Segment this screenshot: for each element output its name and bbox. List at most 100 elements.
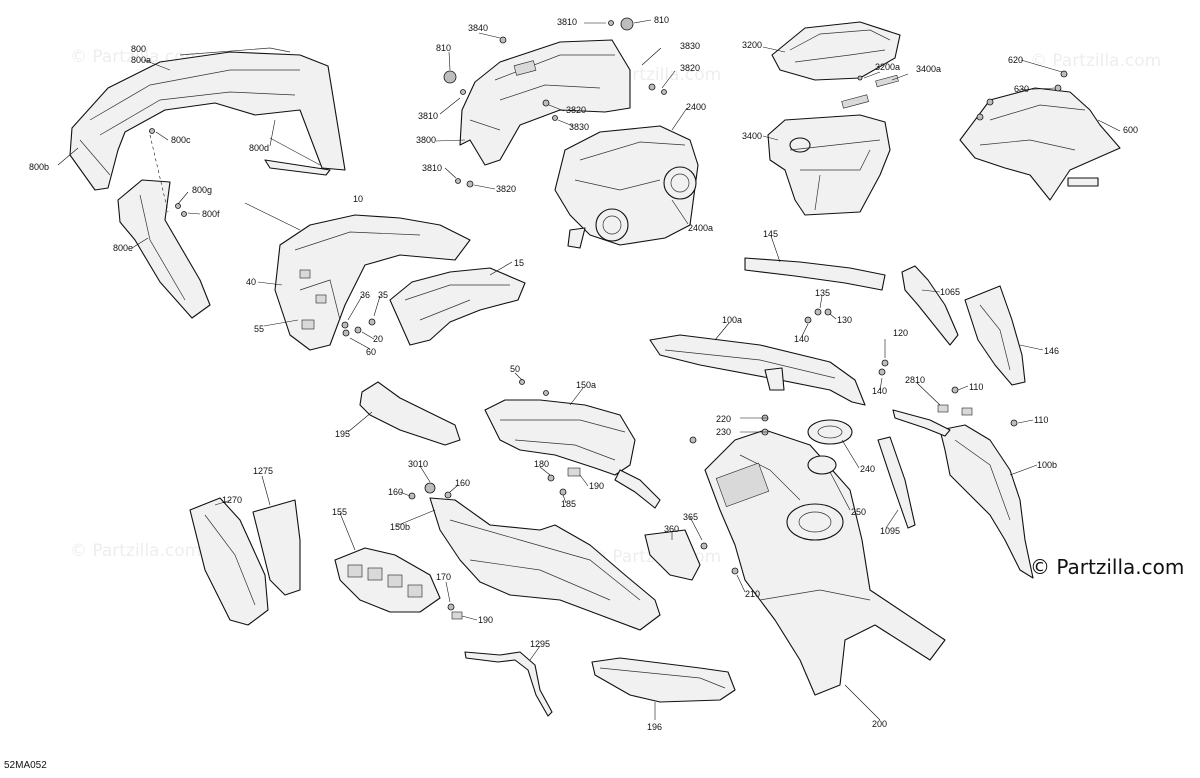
screw-3200a[interactable] [857,75,863,81]
vent-grille-part[interactable] [334,547,441,613]
inner-front-panel-part[interactable] [274,214,471,351]
callout-50: 50 [510,364,520,374]
clip-210[interactable] [731,567,739,575]
side-trim-1065-part[interactable] [901,265,959,346]
screw-800g[interactable] [175,203,181,209]
nut-190[interactable] [451,611,463,620]
side-panel-left-part[interactable] [649,334,866,406]
headlight-part[interactable] [554,125,699,249]
screw-36[interactable] [341,321,349,329]
o-ring-250[interactable] [807,455,837,475]
screw-800c[interactable] [149,128,155,134]
callout-2400a: 2400a [688,223,713,233]
side-panel-1275-part[interactable] [252,499,301,596]
callout-210: 210 [745,589,760,599]
side-panel-1270-part[interactable] [189,497,269,626]
watermark-text: © Partzilla.com [1030,51,1161,71]
seal-1295-part[interactable] [464,651,553,717]
fuel-tank-cover-part[interactable] [704,429,946,696]
nut-190[interactable] [567,467,581,477]
side-panel-right-part[interactable] [939,424,1034,579]
trim-195-part[interactable] [359,381,461,446]
seal-3400a[interactable] [875,74,899,88]
callout-110: 110 [1034,415,1048,425]
callout-100b: 100b [1037,460,1057,470]
callout-3200a: 3200a [875,62,900,72]
screw-3840[interactable] [499,36,507,44]
callout-35: 35 [378,290,388,300]
nut-3820[interactable] [466,180,474,188]
clip-220[interactable] [689,436,697,444]
clip-50[interactable] [519,379,525,385]
callout-3830: 3830 [569,122,589,132]
callout-3820: 3820 [496,184,516,194]
nut-20[interactable] [354,326,362,334]
leader-lines [57,19,1121,721]
grommet-3010[interactable] [424,482,436,494]
dash-cover-part[interactable] [959,87,1121,201]
callout-196: 196 [647,722,662,732]
screw-3830[interactable] [552,115,558,121]
callout-100a: 100a [722,315,742,325]
screw-160[interactable] [444,491,452,499]
storage-lid-part[interactable] [771,21,901,81]
trim-196-part[interactable] [591,657,736,703]
callout-600: 600 [1123,125,1138,135]
bushing-2810[interactable] [961,407,973,416]
screw-110[interactable] [1010,419,1018,427]
callout-10: 10 [353,194,363,204]
nut-3820[interactable] [542,99,550,107]
clip-140[interactable] [804,316,812,324]
grommet-810[interactable] [620,17,634,31]
console-lower-part[interactable] [429,497,661,631]
callout-55: 55 [254,324,264,334]
screw-3810[interactable] [608,20,614,26]
clip-620[interactable] [986,98,994,106]
screw-170[interactable] [447,603,455,611]
callout-145: 145 [763,229,778,239]
deflector-part[interactable] [389,267,526,346]
clip-365[interactable] [700,542,708,550]
callout-800b: 800b [29,162,49,172]
screw-3830[interactable] [661,89,667,95]
clip-630[interactable] [1054,84,1062,92]
screw-110[interactable] [951,386,959,394]
diagram-code: 52MA052 [4,760,47,771]
screw-620[interactable] [1060,70,1068,78]
callout-800c: 800c [171,135,191,145]
callout-180: 180 [534,459,549,469]
nut-3820[interactable] [648,83,656,91]
callout-60: 60 [366,347,376,357]
washer-135[interactable] [814,308,822,316]
screw-120[interactable] [881,359,889,367]
seal-3200a[interactable] [841,94,869,109]
screw-3810[interactable] [455,178,461,184]
filler-cap-240[interactable] [807,419,853,445]
clip-140[interactable] [878,368,886,376]
trim-1095-part[interactable] [877,436,916,529]
clip-35[interactable] [368,318,376,326]
screw-3810[interactable] [460,89,466,95]
callout-220: 220 [716,414,731,424]
clip-800f[interactable] [181,211,187,217]
clip-50[interactable] [543,390,549,396]
grommet-810[interactable] [443,70,457,84]
callout-630: 630 [1014,84,1029,94]
callout-3200: 3200 [742,40,762,50]
strap-2810-part[interactable] [892,409,951,437]
screw-160[interactable] [408,492,416,500]
screw-180[interactable] [547,474,555,482]
washer-60[interactable] [342,329,350,337]
clip-630[interactable] [976,113,984,121]
trim-strip-part[interactable] [744,257,886,291]
side-trim-146-part[interactable] [964,285,1026,386]
front-fairing-bracket-part[interactable] [117,179,211,319]
trim-360-part[interactable] [644,529,701,581]
screw-130[interactable] [824,308,832,316]
console-upper-part[interactable] [484,399,661,509]
bushing-2810[interactable] [937,404,949,413]
storage-bin-part[interactable] [767,114,891,216]
clip-185[interactable] [559,488,567,496]
callout-3810: 3810 [418,111,438,121]
front-fairing-part[interactable] [69,47,346,191]
